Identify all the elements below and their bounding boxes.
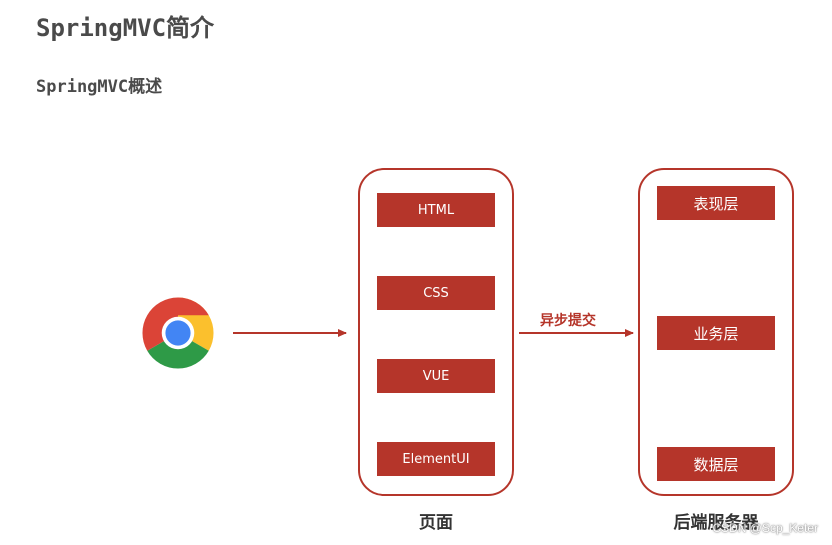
section-subtitle: SpringMVC概述 [36,77,163,97]
html-box: HTML [377,193,495,227]
vue-box: VUE [377,359,495,393]
data-layer-box: 数据层 [657,447,775,481]
business-layer-box: 业务层 [657,316,775,350]
presentation-layer-box: 表现层 [657,186,775,220]
chrome-icon [142,297,214,369]
async-submit-label: 异步提交 [540,313,596,329]
css-box: CSS [377,276,495,310]
page-title: SpringMVC简介 [36,14,215,42]
csdn-watermark: CSDN @Scp_Keter [712,521,818,535]
elementui-box: ElementUI [377,442,495,476]
frontend-caption: 页面 [419,513,453,533]
backend-caption: 后端服务器 [673,513,759,533]
